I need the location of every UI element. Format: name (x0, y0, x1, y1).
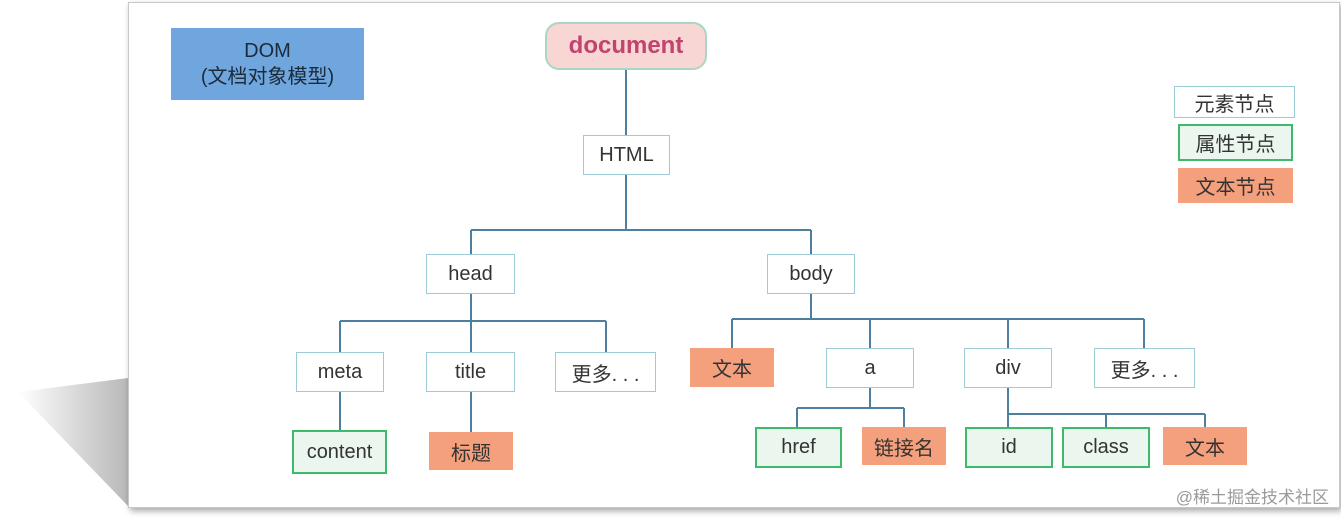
node-href: href (755, 427, 842, 468)
node-class: class (1062, 427, 1150, 468)
watermark: @稀土掘金技术社区 (1175, 488, 1329, 507)
node-a: a (826, 348, 914, 388)
dom-title-box: DOM (文档对象模型) (171, 28, 364, 100)
dom-title-line1: DOM (244, 40, 291, 62)
node-meta: meta (296, 352, 384, 392)
node-head-more: 更多. . . (555, 352, 656, 392)
node-div-text: 文本 (1163, 427, 1247, 465)
node-body-more: 更多. . . (1094, 348, 1195, 388)
node-div: div (964, 348, 1052, 388)
legend-text-node: 文本节点 (1178, 168, 1293, 203)
node-head: head (426, 254, 515, 294)
node-title: title (426, 352, 515, 392)
node-body: body (767, 254, 855, 294)
node-content: content (292, 430, 387, 474)
node-title-text: 标题 (429, 432, 513, 470)
node-link-text: 链接名 (862, 427, 946, 465)
dom-title-line2: (文档对象模型) (200, 66, 335, 88)
node-body-text: 文本 (690, 348, 774, 387)
node-id: id (965, 427, 1053, 468)
node-html: HTML (583, 135, 670, 175)
decorative-shadow-wedge (18, 378, 128, 506)
legend-element-node: 元素节点 (1174, 86, 1295, 118)
legend-attribute-node: 属性节点 (1178, 124, 1293, 161)
node-document: document (545, 22, 707, 70)
